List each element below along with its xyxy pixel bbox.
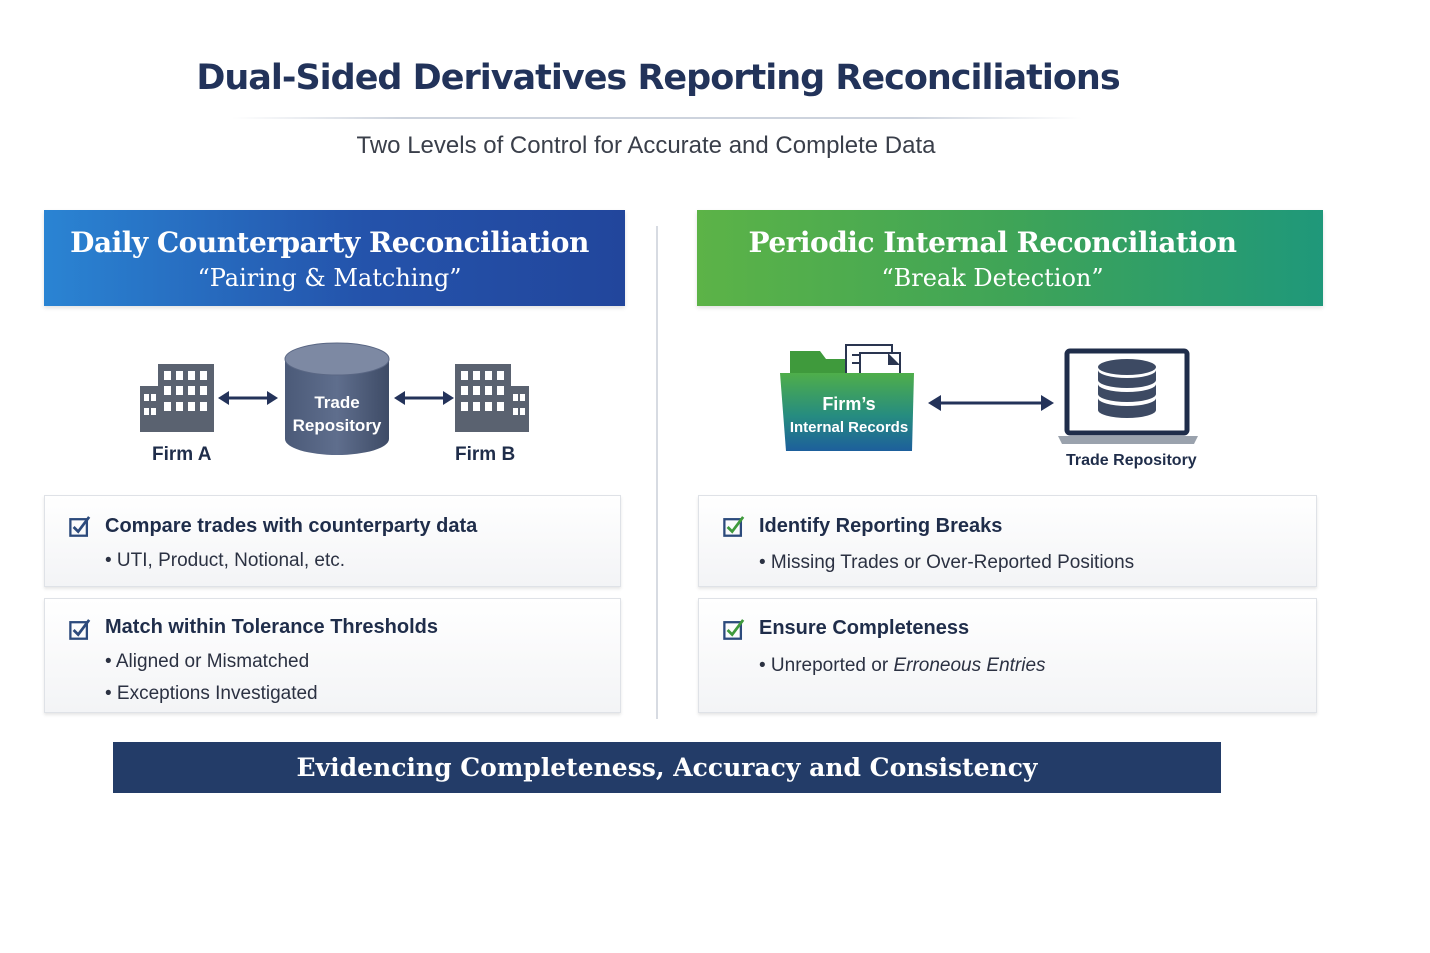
card-heading: Identify Reporting Breaks — [759, 515, 1003, 537]
ensure-completeness-card: Ensure Completeness • Unreported or Erro… — [698, 598, 1317, 713]
banner-subtitle: “Break Detection” — [881, 264, 1104, 292]
building-icon — [140, 364, 214, 432]
checkbox-icon — [69, 619, 91, 640]
title-divider — [232, 117, 1082, 119]
database-icon — [284, 342, 390, 455]
banner-subtitle: “Pairing & Matching” — [197, 264, 462, 292]
card-bullet: • Missing Trades or Over-Reported Positi… — [759, 552, 1135, 573]
building-icon — [455, 364, 529, 432]
daily-reconciliation-banner: Daily Counterparty Reconciliation “Pairi… — [44, 210, 625, 306]
checkbox-icon — [723, 619, 745, 640]
page-subtitle: Two Levels of Control for Accurate and C… — [356, 132, 936, 159]
double-arrow-icon — [928, 395, 1054, 411]
card-bullet: • Aligned or Mismatched — [105, 651, 310, 672]
card-bullet: • Unreported or Erroneous Entries — [759, 655, 1046, 677]
firm-b-label: Firm B — [455, 444, 516, 465]
checkbox-icon — [69, 516, 91, 537]
card-bullet: • Exceptions Investigated — [105, 683, 318, 704]
banner-title: Daily Counterparty Reconciliation — [70, 226, 589, 259]
card-heading: Match within Tolerance Thresholds — [105, 616, 439, 638]
double-arrow-icon — [394, 391, 454, 405]
identify-breaks-card: Identify Reporting Breaks • Missing Trad… — [698, 495, 1317, 587]
compare-trades-card: Compare trades with counterparty data • … — [44, 495, 621, 587]
page-title: Dual-Sided Derivatives Reporting Reconci… — [196, 58, 1120, 98]
trade-repository-label: Trade Repository — [1066, 452, 1197, 469]
bullet-emphasis: Erroneous Entries — [893, 655, 1046, 676]
trade-repository-label: Trade Repository — [292, 393, 382, 435]
folder-icon — [780, 344, 914, 451]
match-tolerance-card: Match within Tolerance Thresholds • Alig… — [44, 598, 621, 713]
double-arrow-icon — [218, 391, 278, 405]
card-bullet: • UTI, Product, Notional, etc. — [105, 550, 346, 571]
bullet-text: • Unreported or — [759, 655, 894, 676]
footer-banner: Evidencing Completeness, Accuracy and Co… — [113, 742, 1221, 793]
card-heading: Ensure Completeness — [759, 617, 970, 639]
firm-a-label: Firm A — [152, 444, 212, 465]
column-divider — [656, 226, 658, 719]
banner-title: Periodic Internal Reconciliation — [748, 226, 1237, 259]
internal-records-label: Firm’s Internal Records — [789, 394, 909, 436]
card-heading: Compare trades with counterparty data — [105, 515, 478, 537]
periodic-reconciliation-banner: Periodic Internal Reconciliation “Break … — [697, 210, 1323, 306]
checkbox-icon — [723, 516, 745, 537]
laptop-database-icon — [1058, 348, 1198, 444]
